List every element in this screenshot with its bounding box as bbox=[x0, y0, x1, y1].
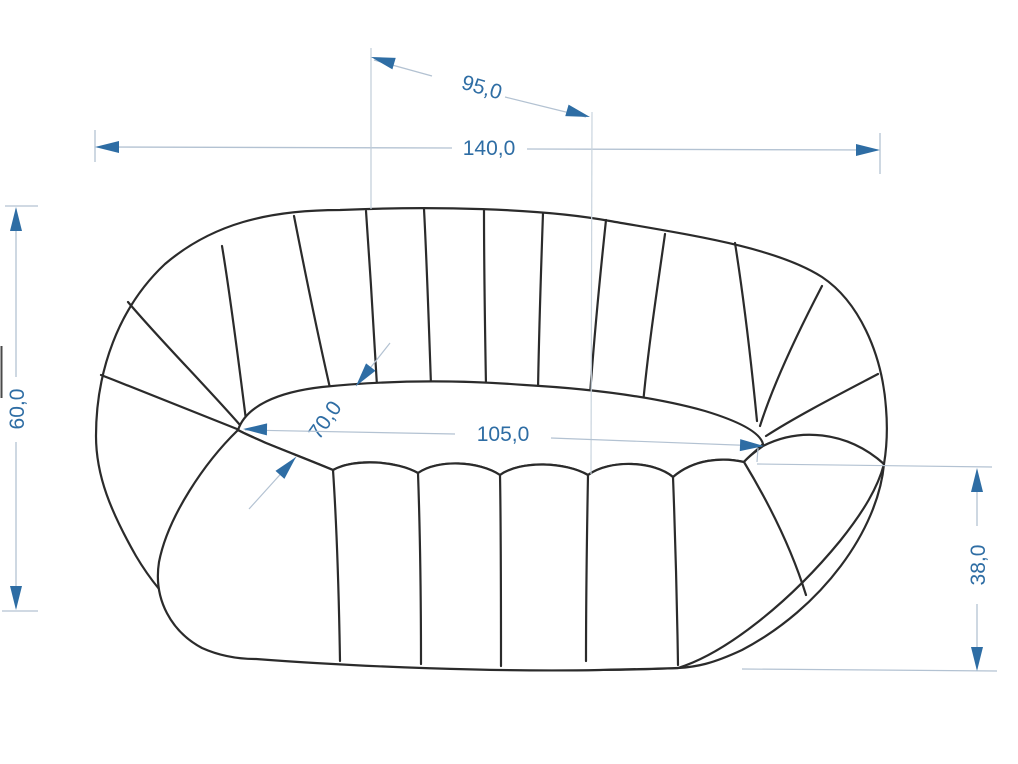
dim-label-back-span: 95,0 bbox=[459, 71, 505, 104]
left-arm-seam bbox=[126, 300, 242, 427]
dimension-line bbox=[526, 148, 879, 151]
extension-tick bbox=[756, 447, 759, 463]
back-seam bbox=[641, 232, 667, 406]
dimension-arrow bbox=[275, 457, 296, 479]
right-arm-seam bbox=[733, 241, 759, 423]
dimension-arrow bbox=[856, 144, 880, 156]
dimension-arrow bbox=[10, 586, 22, 610]
front-cushion-seam bbox=[584, 473, 590, 663]
front-cushion-band bbox=[156, 428, 886, 672]
dim-label-overall-width: 140,0 bbox=[463, 137, 516, 160]
sofa bbox=[94, 207, 888, 672]
dimension-arrow bbox=[739, 439, 764, 452]
extension-line bbox=[590, 111, 593, 475]
back-seam bbox=[422, 207, 433, 387]
dimension-arrow bbox=[371, 57, 396, 70]
dimension-overall-height: 60,0 bbox=[2, 205, 38, 612]
front-cushion-seam bbox=[671, 475, 680, 667]
front-right-cushion-seam bbox=[742, 460, 808, 597]
dimension-arrow bbox=[95, 141, 119, 153]
dim-label-seat-height: 38,0 bbox=[967, 545, 990, 586]
right-arm-seam bbox=[758, 284, 824, 428]
dimension-arrow bbox=[971, 647, 983, 671]
dimension-arrow bbox=[243, 423, 268, 436]
back-seam bbox=[364, 209, 379, 388]
front-cushion-seam bbox=[498, 473, 503, 668]
dimension-overall-width: 140,0 bbox=[94, 130, 881, 174]
dimension-line bbox=[244, 429, 456, 435]
right-arm-seam bbox=[764, 372, 880, 438]
left-arm-seam bbox=[99, 373, 239, 431]
extension-line bbox=[756, 463, 993, 468]
back-seam bbox=[536, 211, 545, 392]
dimension-seat-height: 38,0 bbox=[741, 463, 998, 672]
left-arm-seam bbox=[220, 244, 248, 422]
dim-label-overall-height: 60,0 bbox=[6, 389, 29, 430]
dimension-arrow bbox=[10, 207, 22, 231]
dimension-seat-width: 105,0 bbox=[243, 423, 764, 463]
dimension-line bbox=[96, 146, 453, 149]
dimension-line bbox=[550, 437, 763, 447]
back-seam bbox=[292, 214, 332, 390]
front-cushion-seam bbox=[331, 468, 342, 663]
back-seam bbox=[482, 208, 488, 388]
extension-line bbox=[741, 668, 998, 672]
front-cushion-seam bbox=[416, 471, 423, 666]
dimension-arrow bbox=[971, 468, 983, 492]
dimension-arrow bbox=[356, 363, 376, 386]
dimension-arrow bbox=[565, 104, 590, 117]
dimensions: 140,0 95,0 60,0 70,0 bbox=[2, 48, 998, 672]
dim-label-seat-width: 105,0 bbox=[477, 423, 530, 446]
